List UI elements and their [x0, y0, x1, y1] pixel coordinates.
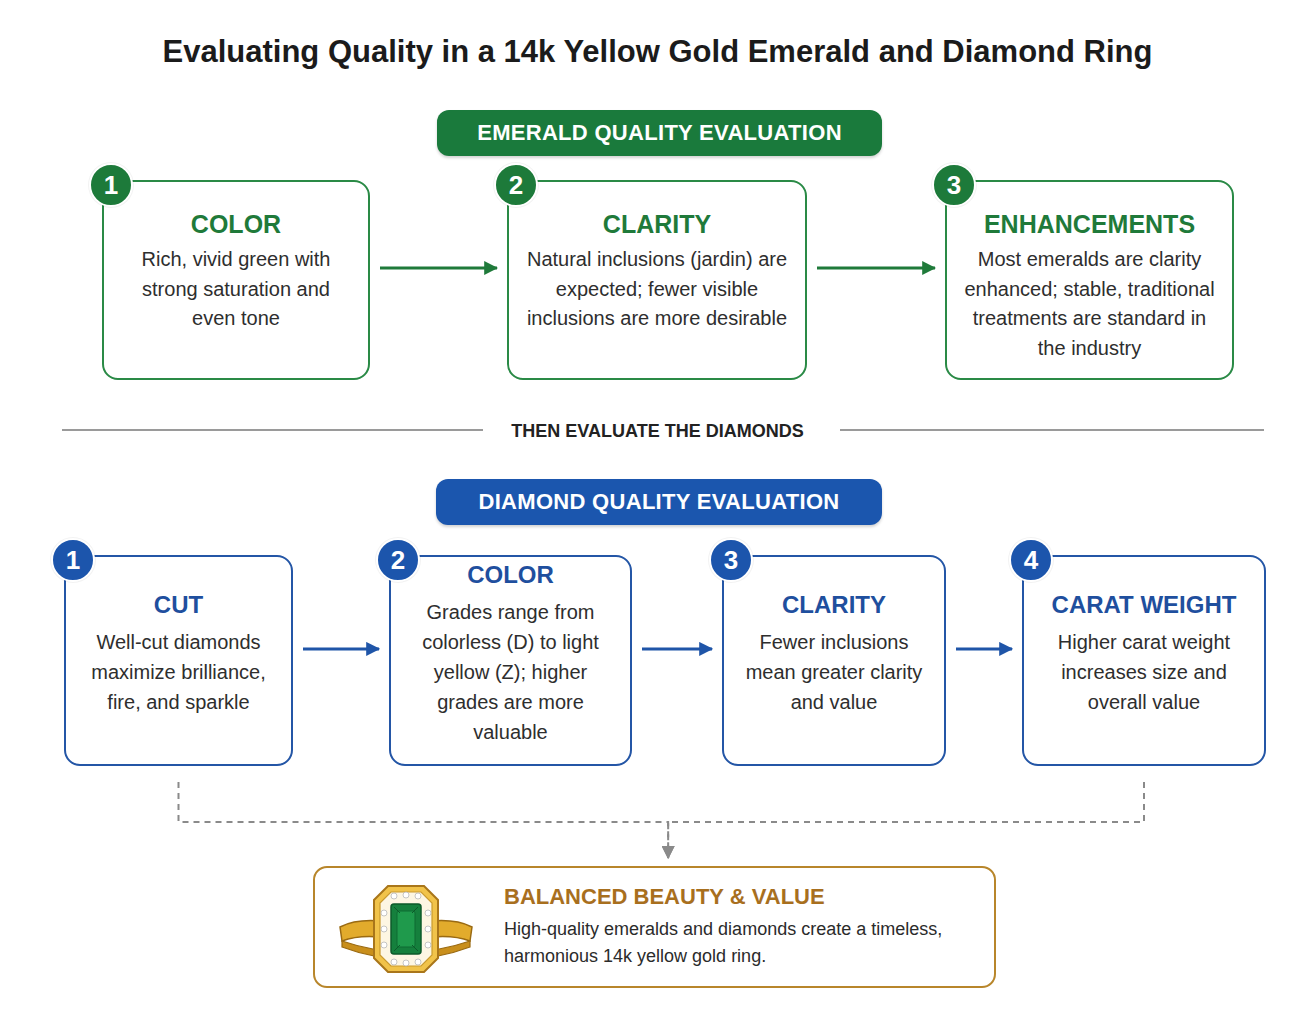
flow-arrow — [642, 647, 712, 650]
box-body: Higher carat weight increases size and o… — [1024, 627, 1264, 717]
process-box: CLARITY Natural inclusions (jardin) are e… — [507, 180, 807, 380]
ring-band — [342, 941, 470, 959]
section-band: EMERALD QUALITY EVALUATION — [437, 110, 882, 156]
band-text: EMERALD QUALITY EVALUATION — [477, 120, 842, 146]
summary-heading: BALANCED BEAUTY & VALUE — [504, 884, 988, 910]
callout-number: 2 — [391, 547, 405, 573]
callout-number: 1 — [104, 172, 118, 198]
ring-band — [340, 921, 380, 941]
flow-arrow — [817, 267, 935, 270]
halo-diamond — [381, 942, 387, 948]
process-box: COLOR Rich, vivid green with strong satur… — [102, 180, 370, 380]
box-heading: CLARITY — [595, 210, 719, 239]
box-heading: CLARITY — [774, 590, 894, 619]
box-body: Fewer inclusions mean greater clarity an… — [724, 627, 944, 717]
callout-number: 3 — [724, 547, 738, 573]
callout-number: 4 — [1024, 547, 1038, 573]
summary-body: High-quality emeralds and diamonds creat… — [504, 916, 988, 970]
summary-box: BALANCED BEAUTY & VALUE High-quality emer… — [313, 866, 996, 988]
box-heading: COLOR — [459, 560, 562, 589]
divider-label: THEN EVALUATE THE DIAMONDS — [0, 420, 1315, 442]
box-heading: CARAT WEIGHT — [1044, 590, 1245, 619]
emerald-stone — [391, 904, 421, 954]
halo-diamond — [415, 959, 421, 965]
ring-halo — [374, 886, 438, 972]
section-band: DIAMOND QUALITY EVALUATION — [436, 479, 882, 525]
process-box: COLOR Grades range from colorless (D) to … — [389, 555, 632, 766]
box-body: Natural inclusions (jardin) are expected… — [509, 245, 805, 334]
flow-arrow — [956, 647, 1012, 650]
halo-diamond — [381, 910, 387, 916]
emerald-table — [397, 911, 415, 947]
halo-diamond — [425, 926, 431, 932]
flow-arrow — [380, 267, 497, 270]
callout-number: 3 — [947, 172, 961, 198]
box-body: Well-cut diamonds maximize brilliance, f… — [66, 627, 291, 717]
callout-number: 1 — [66, 547, 80, 573]
divider-line — [840, 429, 1264, 431]
merge-connector — [179, 782, 669, 858]
step-number: 3 — [932, 163, 976, 207]
divider-line — [62, 429, 483, 431]
ring-band — [432, 921, 472, 941]
halo-diamond — [381, 926, 387, 932]
box-body: Rich, vivid green with strong saturation… — [104, 245, 368, 334]
ring-halo-inner — [380, 892, 432, 966]
step-number: 1 — [89, 163, 133, 207]
halo-diamonds — [381, 892, 431, 966]
merge-connector — [668, 782, 1144, 858]
process-box: CUT Well-cut diamonds maximize brilliance… — [64, 555, 293, 766]
process-box: ENHANCEMENTS Most emeralds are clarity en… — [945, 180, 1234, 380]
callout-number: 2 — [509, 172, 523, 198]
step-number: 4 — [1009, 538, 1053, 582]
band-text: DIAMOND QUALITY EVALUATION — [478, 489, 839, 515]
halo-diamond — [391, 893, 397, 899]
box-body: Grades range from colorless (D) to light… — [391, 597, 630, 747]
box-heading: ENHANCEMENTS — [976, 210, 1203, 239]
step-number: 1 — [51, 538, 95, 582]
flow-arrow — [303, 647, 379, 650]
box-heading: CUT — [146, 590, 211, 619]
step-number: 3 — [709, 538, 753, 582]
halo-diamond — [415, 893, 421, 899]
halo-diamond — [403, 960, 409, 966]
emerald-facets — [394, 907, 418, 951]
diagram-title: Evaluating Quality in a 14k Yellow Gold … — [0, 31, 1315, 73]
halo-diamond — [425, 910, 431, 916]
step-number: 2 — [494, 163, 538, 207]
box-heading: COLOR — [183, 210, 289, 239]
box-body: Most emeralds are clarity enhanced; stab… — [947, 245, 1232, 363]
halo-diamond — [391, 959, 397, 965]
halo-diamond — [425, 942, 431, 948]
halo-diamond — [403, 892, 409, 898]
process-box: CARAT WEIGHT Higher carat weight increase… — [1022, 555, 1266, 766]
process-box: CLARITY Fewer inclusions mean greater cla… — [722, 555, 946, 766]
step-number: 2 — [376, 538, 420, 582]
